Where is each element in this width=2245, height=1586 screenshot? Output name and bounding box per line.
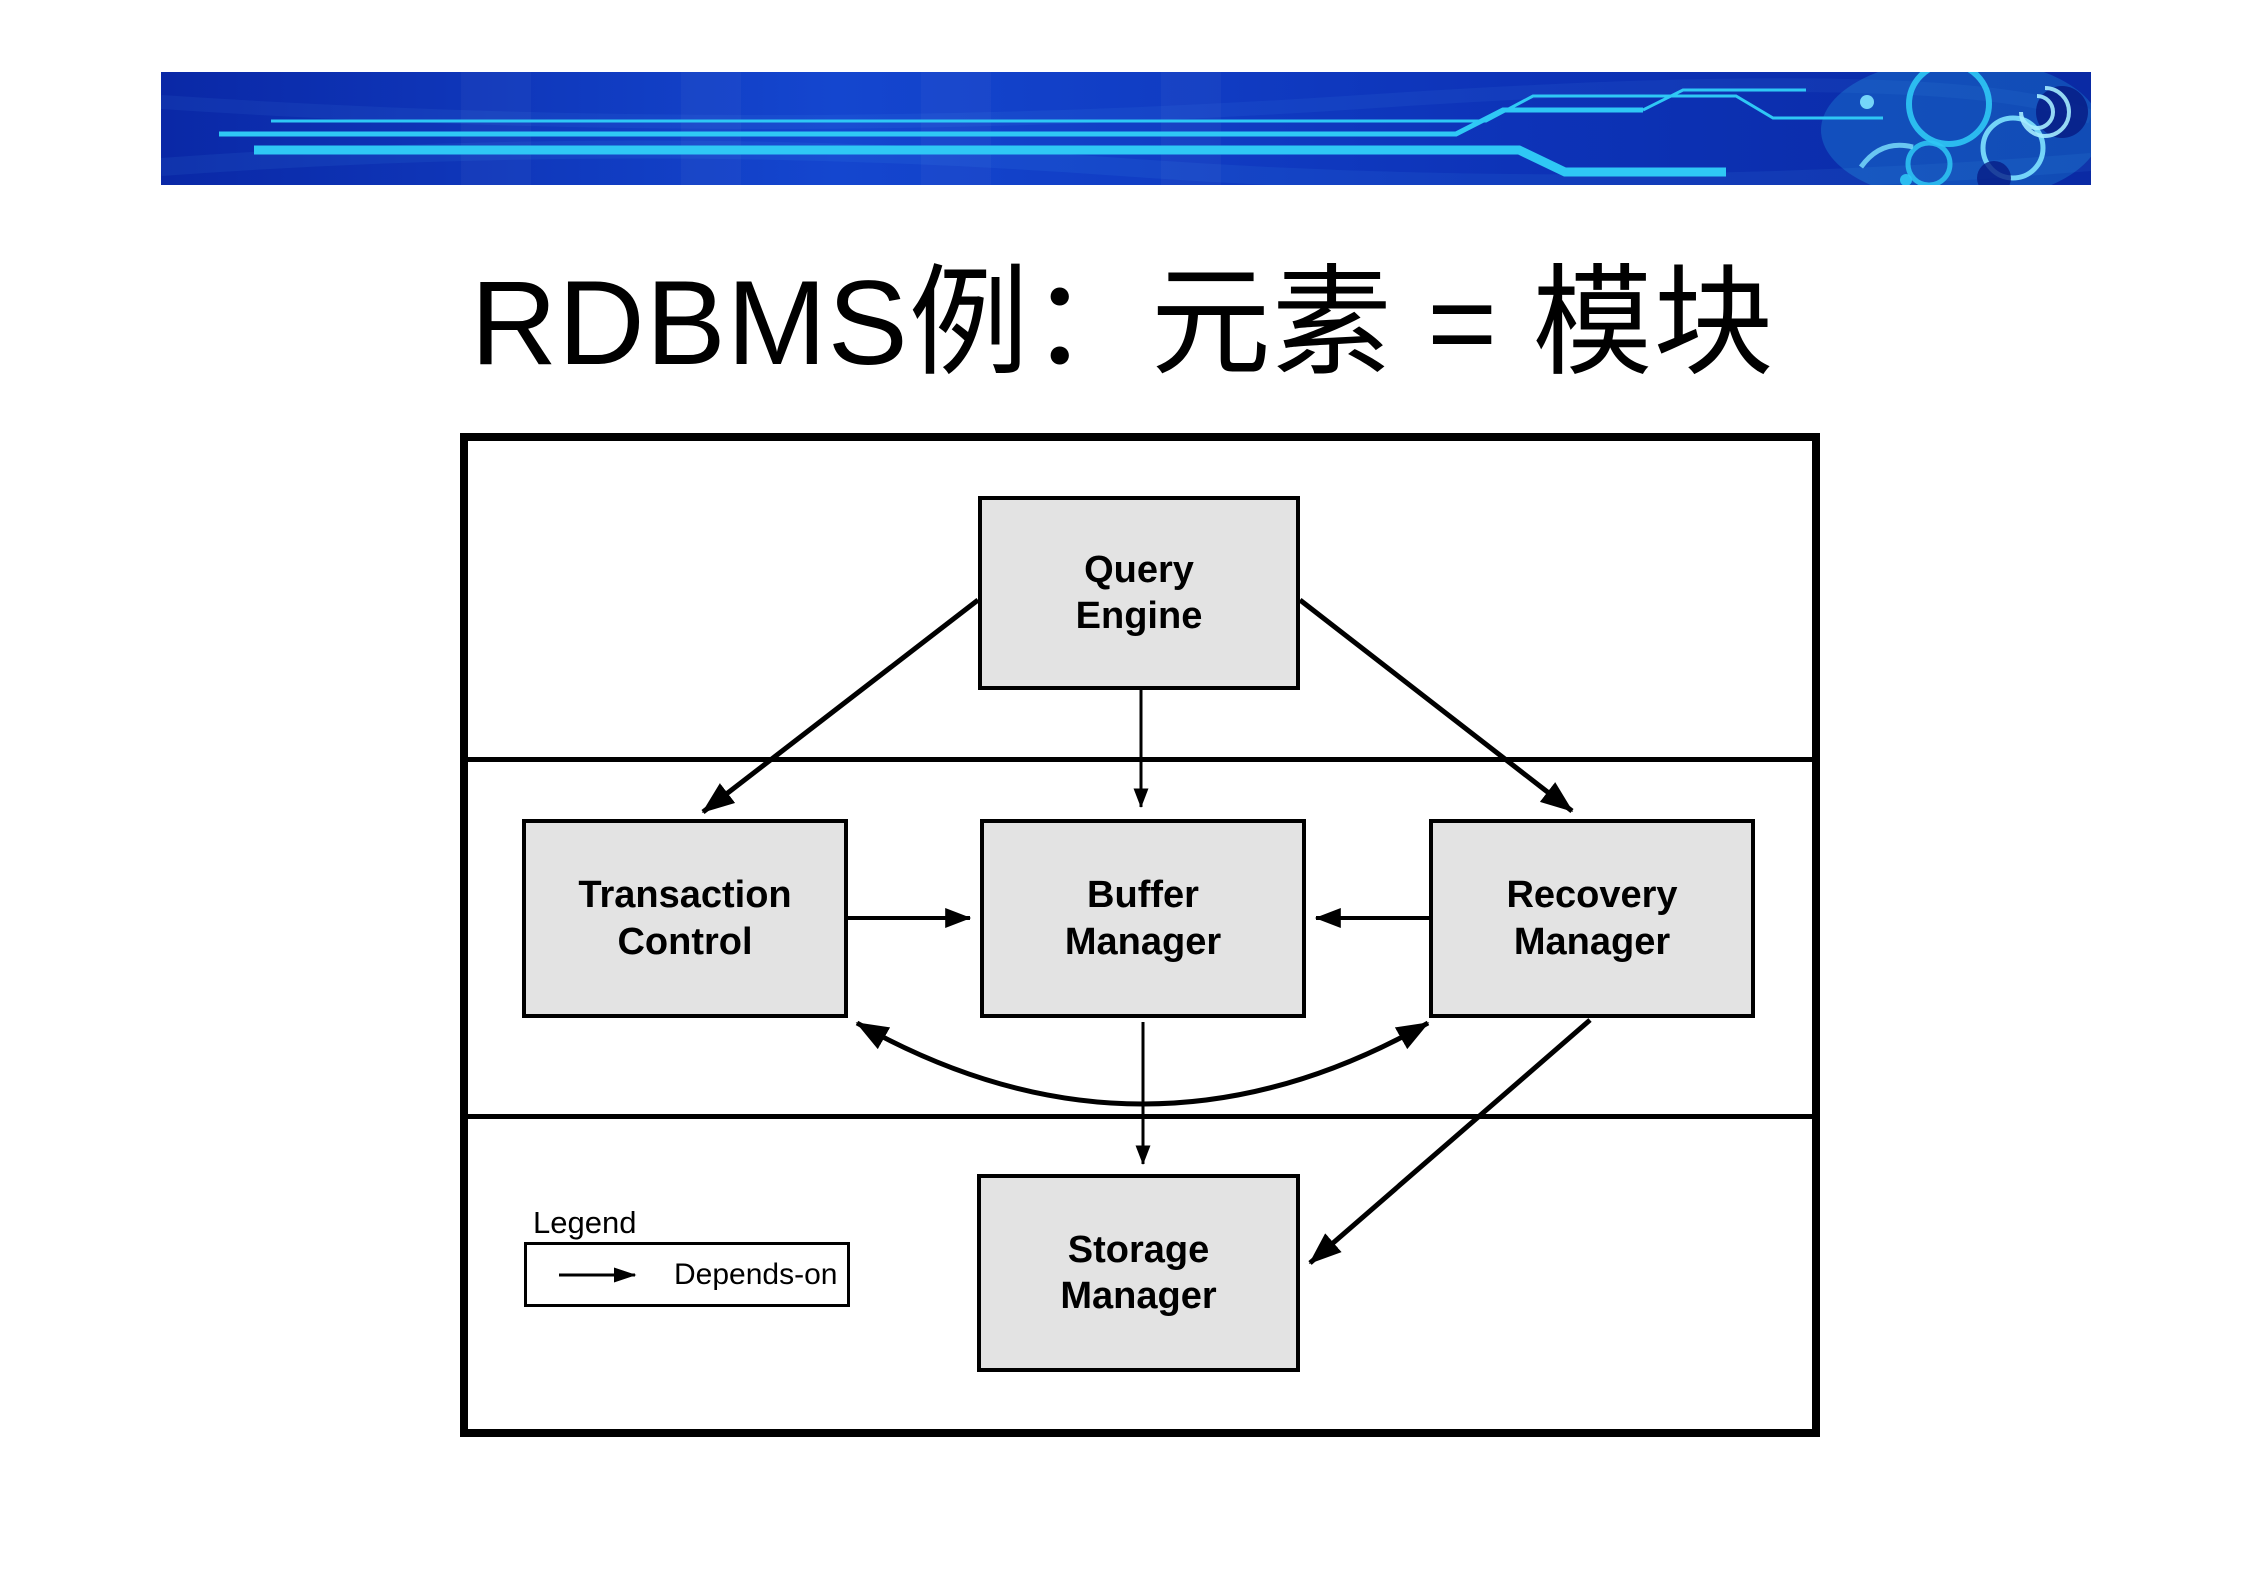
node-label: Recovery xyxy=(1506,874,1678,917)
node-label: Control xyxy=(617,920,753,963)
header-banner xyxy=(161,72,2091,185)
rdbms-architecture-diagram: Query Engine Transaction Control Buffer … xyxy=(460,433,1820,1437)
node-label: Query xyxy=(1084,548,1194,591)
arrow-transactioncontrol-recoverymanager-bidirectional xyxy=(855,1020,1430,1107)
page-title: RDBMS例：元素 = 模块 xyxy=(470,256,1775,390)
arrow-queryengine-recoverymanager xyxy=(1298,598,1574,813)
node-label: Manager xyxy=(1513,920,1671,963)
node-buffer-manager: Buffer Manager xyxy=(980,819,1306,1018)
layer-divider-bottom xyxy=(460,1114,1820,1119)
node-label: Transaction xyxy=(578,874,792,917)
node-label: Buffer xyxy=(1087,874,1199,917)
banner-graphic-icon xyxy=(161,72,2091,185)
layer-divider-top xyxy=(460,757,1820,762)
legend-title: Legend xyxy=(533,1205,637,1240)
legend-box: Depends-on xyxy=(524,1242,850,1307)
node-label: Manager xyxy=(1060,1275,1217,1317)
node-transaction-control: Transaction Control xyxy=(522,819,848,1018)
node-label: Engine xyxy=(1075,595,1203,637)
node-recovery-manager: Recovery Manager xyxy=(1429,819,1755,1018)
node-label: Manager xyxy=(1064,920,1222,963)
node-query-engine: Query Engine xyxy=(978,496,1300,690)
node-label: Storage xyxy=(1067,1228,1210,1271)
depends-on-arrow-icon xyxy=(559,1267,637,1282)
legend-item-label: Depends-on xyxy=(674,1257,838,1291)
arrow-recoverymanager-storagemanager xyxy=(1308,1018,1592,1265)
arrow-queryengine-transactioncontrol xyxy=(701,598,980,814)
node-storage-manager: Storage Manager xyxy=(977,1174,1300,1372)
